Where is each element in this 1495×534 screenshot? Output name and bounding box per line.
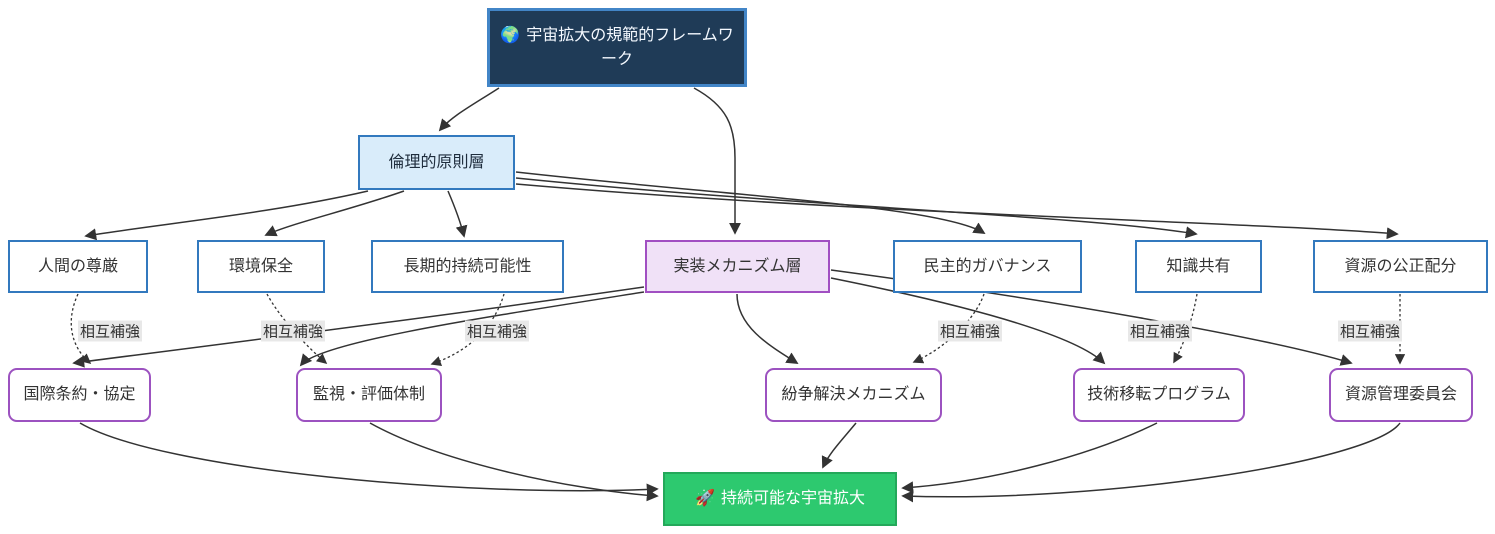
node-monitoring: 監視・評価体制 — [296, 368, 442, 422]
node-m2-label: 監視・評価体制 — [312, 386, 425, 404]
edge-label-p6-m5: 相互補強 — [1337, 320, 1403, 342]
edge-root-ethics — [438, 87, 500, 132]
node-p5-label: 知識共有 — [1166, 257, 1231, 275]
edge-m1-goal — [79, 422, 659, 496]
node-root: 🌍 宇宙拡大の規範的フレームワーク — [487, 8, 747, 87]
edge-ethics-p1 — [84, 190, 369, 241]
edge-m3-goal — [821, 422, 857, 469]
edge-ethics-p6 — [515, 183, 1399, 240]
edge-m4-goal — [901, 422, 1158, 494]
node-p6-label: 資源の公正配分 — [1344, 257, 1457, 275]
node-p4-label: 民主的ガバナンス — [923, 257, 1052, 275]
edge-ethics-p4 — [515, 171, 986, 234]
node-m3-label: 紛争解決メカニズム — [781, 386, 926, 404]
edge-root-impl — [693, 87, 741, 235]
node-goal-labelwrap: 🚀 持続可能な宇宙拡大 — [695, 487, 865, 510]
edge-impl-m3 — [736, 293, 799, 364]
node-impl-label: 実装メカニズム層 — [673, 257, 802, 275]
node-p2-label: 環境保全 — [228, 257, 293, 275]
node-dispute-resolution: 紛争解決メカニズム — [765, 368, 942, 422]
rocket-icon: 🚀 — [695, 490, 715, 508]
node-goal: 🚀 持続可能な宇宙拡大 — [663, 472, 897, 526]
node-sustainability: 長期的持続可能性 — [371, 240, 564, 293]
edge-ethics-p3 — [447, 190, 468, 238]
node-goal-label: 持続可能な宇宙拡大 — [720, 490, 865, 508]
node-root-label: 宇宙拡大の規範的フレームワーク — [526, 27, 734, 68]
node-m4-label: 技術移転プログラム — [1087, 386, 1231, 404]
node-m1-label: 国際条約・協定 — [23, 386, 136, 404]
node-treaties: 国際条約・協定 — [8, 368, 151, 422]
node-resource-committee: 資源管理委員会 — [1329, 368, 1473, 422]
globe-icon: 🌍 — [500, 27, 521, 45]
edge-impl-m1 — [72, 286, 645, 368]
node-tech-transfer: 技術移転プログラム — [1073, 368, 1245, 422]
node-p3-label: 長期的持続可能性 — [403, 257, 532, 275]
node-ethics-layer: 倫理的原則層 — [358, 135, 515, 190]
node-ethics-label: 倫理的原則層 — [388, 153, 485, 171]
edge-ethics-p2 — [264, 190, 405, 237]
node-root-labelwrap: 🌍 宇宙拡大の規範的フレームワーク — [496, 24, 738, 70]
node-implementation-layer: 実装メカニズム層 — [645, 240, 830, 293]
edge-label-p1-m1: 相互補強 — [77, 320, 143, 342]
edge-ethics-p5 — [515, 177, 1198, 239]
edge-m2-goal — [369, 422, 659, 502]
node-democratic-governance: 民主的ガバナンス — [893, 240, 1082, 293]
edge-label-p4-m3: 相互補強 — [937, 320, 1003, 342]
edge-impl-m4 — [830, 277, 1106, 365]
edge-label-p2-m2: 相互補強 — [260, 320, 326, 342]
node-p1-label: 人間の尊厳 — [37, 257, 118, 275]
node-human-dignity: 人間の尊厳 — [8, 240, 148, 293]
node-environment: 環境保全 — [197, 240, 325, 293]
node-fair-resource-allocation: 資源の公正配分 — [1313, 240, 1488, 293]
node-knowledge-sharing: 知識共有 — [1135, 240, 1262, 293]
edge-m5-goal — [901, 422, 1401, 503]
node-m5-label: 資源管理委員会 — [1344, 386, 1457, 404]
edge-label-p5-m4: 相互補強 — [1127, 320, 1193, 342]
edge-label-p3-m2: 相互補強 — [464, 320, 530, 342]
edge-impl-m2 — [299, 291, 645, 367]
